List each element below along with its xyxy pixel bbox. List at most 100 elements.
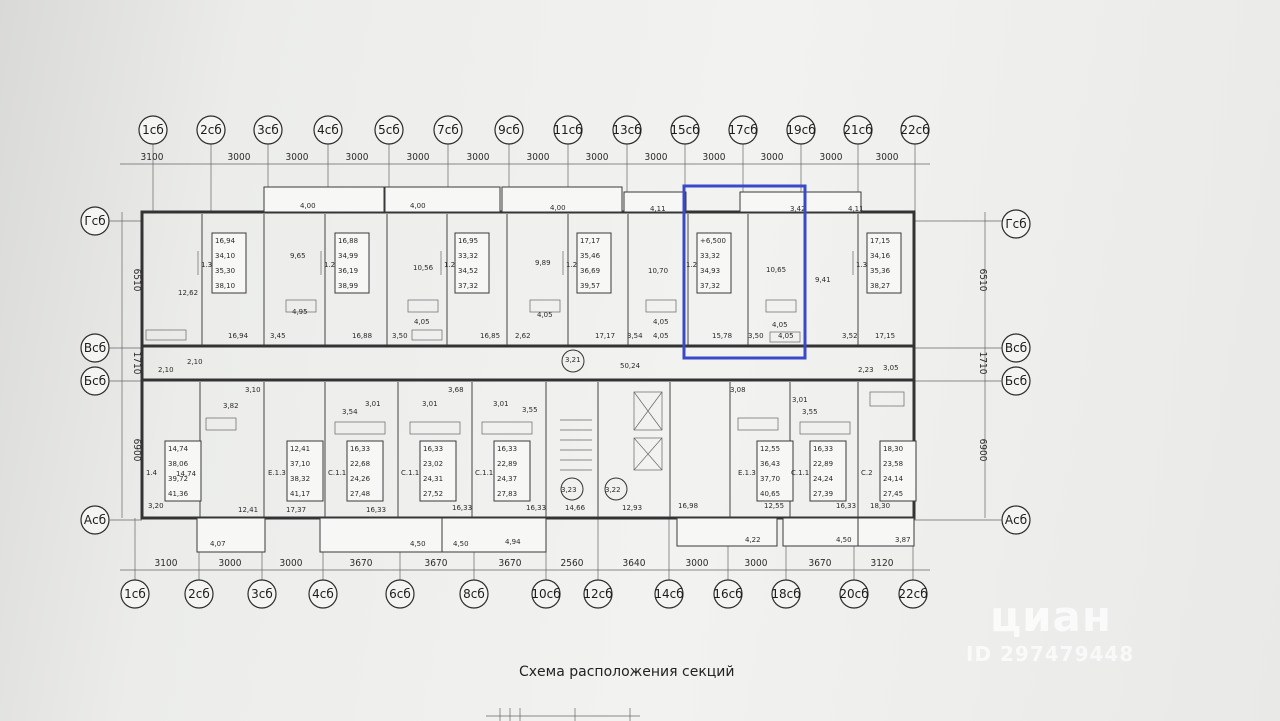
unit-area-value: 27,39 xyxy=(813,490,833,498)
unit-area-box xyxy=(211,232,247,294)
room-area-label: 3,01 xyxy=(792,396,808,404)
room-area-label: 10,56 xyxy=(413,264,434,272)
room-area-label: 16,33 xyxy=(526,504,546,512)
axis-label-top: 11сб xyxy=(553,123,582,137)
axis-circle xyxy=(385,579,415,609)
axis-label-right: Всб xyxy=(1005,341,1027,355)
axis-label-top: 13сб xyxy=(612,123,641,137)
unit-area-value: 24,24 xyxy=(813,475,834,483)
unit-area-box xyxy=(334,232,370,294)
axis-circle xyxy=(459,579,489,609)
axis-circle xyxy=(583,579,613,609)
unit-area-value: 16,33 xyxy=(813,445,833,453)
axis-circle xyxy=(786,115,816,145)
axis-label-bottom: 22сб xyxy=(898,587,927,601)
axis-circle xyxy=(374,115,404,145)
unit-area-box xyxy=(576,232,612,294)
cian-watermark-brand: циан xyxy=(990,592,1112,641)
dimension-label-bottom: 3000 xyxy=(219,558,242,569)
unit-area-value: 16,94 xyxy=(215,237,236,245)
balcony-area-label: 4,94 xyxy=(505,538,521,546)
bath-area-label: 4,05 xyxy=(772,321,788,329)
axis-circle xyxy=(313,115,343,145)
unit-area-box xyxy=(286,440,324,502)
room-area-label: 3,01 xyxy=(365,400,381,408)
room-area-label: 12,55 xyxy=(764,502,784,510)
dimension-label-right: 6900 xyxy=(977,439,988,462)
unit-area-value: 35,30 xyxy=(215,267,235,275)
top-partitions xyxy=(201,214,859,345)
unit-area-value: 22,89 xyxy=(497,460,517,468)
axis-label-top: 17сб xyxy=(728,123,757,137)
unit-area-value: 36,69 xyxy=(580,267,600,275)
dimension-label-right: 1710 xyxy=(977,352,988,375)
unit-type-code: C.1.1 xyxy=(328,469,346,477)
dimension-label-bottom: 3000 xyxy=(745,558,768,569)
axis-label-top: 1сб xyxy=(142,123,164,137)
axis-circle xyxy=(120,579,150,609)
unit-area-value: 16,88 xyxy=(338,237,358,245)
dimension-label-top: 3000 xyxy=(527,152,550,163)
unit-type-code: 1.3 xyxy=(856,261,867,269)
axis-circle xyxy=(839,579,869,609)
axis-label-left: Бсб xyxy=(84,374,106,388)
unit-type-code: E.1.3 xyxy=(268,469,286,477)
room-area-label: 3,54 xyxy=(342,408,358,416)
room-area-label: 18,30 xyxy=(870,502,890,510)
room-area-label: 4,05 xyxy=(778,332,794,340)
section-scheme-thumbnail xyxy=(486,708,640,721)
unit-area-value: 18,30 xyxy=(883,445,903,453)
axis-circle xyxy=(612,115,642,145)
axis-circle xyxy=(553,115,583,145)
axis-circle xyxy=(196,115,226,145)
balcony-area-label: 3,42 xyxy=(790,205,806,213)
axis-circle xyxy=(433,115,463,145)
axis-label-top: 2сб xyxy=(200,123,222,137)
unit-type-code: 1.3 xyxy=(201,261,212,269)
dimension-label-top: 3000 xyxy=(228,152,251,163)
unit-area-value: 34,93 xyxy=(700,267,720,275)
cian-watermark-id: ID 297479448 xyxy=(966,642,1135,666)
axis-circle xyxy=(1001,209,1031,239)
unit-area-value: 27,45 xyxy=(883,490,903,498)
unit-area-value: 37,32 xyxy=(458,282,478,290)
unit-area-box xyxy=(879,440,917,502)
top-bath-fixtures xyxy=(145,299,801,343)
room-area-label: 17,17 xyxy=(595,332,615,340)
balcony-area-label: 4,50 xyxy=(836,536,852,544)
dimension-label-top: 3000 xyxy=(346,152,369,163)
unit-area-value: 27,52 xyxy=(423,490,443,498)
unit-area-box xyxy=(866,232,902,294)
room-area-label: 16,88 xyxy=(352,332,372,340)
selected-apartment-highlight xyxy=(682,184,807,360)
unit-area-box xyxy=(346,440,384,502)
balcony-area-label: 4,07 xyxy=(210,540,226,548)
dimension-label-top: 3000 xyxy=(820,152,843,163)
stair-area-label: 12,93 xyxy=(622,504,642,512)
dimension-label-top: 3000 xyxy=(761,152,784,163)
dimension-label-top: 3000 xyxy=(407,152,430,163)
room-area-label: 16,33 xyxy=(836,502,856,510)
bath-area-label: 4,95 xyxy=(292,308,308,316)
room-area-label: 10,70 xyxy=(648,267,668,275)
bath-area-label: 4,05 xyxy=(414,318,430,326)
room-area-label: 2,62 xyxy=(515,332,531,340)
unit-area-value: 38,10 xyxy=(215,282,235,290)
room-area-label: 3,05 xyxy=(883,364,899,372)
unit-type-code: 1.2 xyxy=(686,261,697,269)
axis-circle xyxy=(308,579,338,609)
axis-circle xyxy=(494,115,524,145)
axis-label-top: 5сб xyxy=(378,123,400,137)
room-area-label: 16,33 xyxy=(366,506,386,514)
dimension-label-top: 3000 xyxy=(586,152,609,163)
axis-label-top: 19сб xyxy=(786,123,815,137)
dimension-label-bottom: 3120 xyxy=(871,558,894,569)
unit-area-value: 35,36 xyxy=(870,267,891,275)
unit-area-box xyxy=(164,440,202,502)
unit-area-value: 36,19 xyxy=(338,267,358,275)
balcony-area-label: 4,11 xyxy=(848,205,864,213)
room-area-label: 4,05 xyxy=(653,332,669,340)
